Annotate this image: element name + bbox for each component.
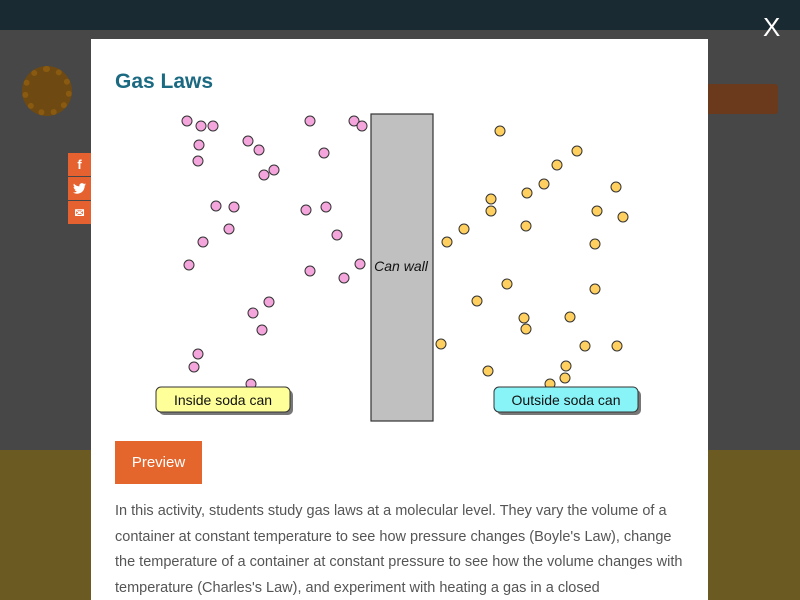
inside-particle — [198, 237, 208, 247]
outside-particle — [502, 279, 512, 289]
outside-particle — [521, 221, 531, 231]
modal-title: Gas Laws — [115, 70, 213, 94]
inside-particle — [259, 170, 269, 180]
inside-particle — [305, 266, 315, 276]
outside-particle — [592, 206, 602, 216]
inside-particle — [248, 308, 258, 318]
inside-particle — [257, 325, 267, 335]
outside-particle — [472, 296, 482, 306]
outside-particle — [459, 224, 469, 234]
inside-particle — [269, 165, 279, 175]
can-wall-label: Can wall — [374, 258, 429, 274]
outside-particle — [572, 146, 582, 156]
background-topbar — [0, 0, 800, 30]
inside-particle — [355, 259, 365, 269]
outside-particle — [560, 373, 570, 383]
outside-label: Outside soda can — [512, 392, 621, 408]
inside-particle — [301, 205, 311, 215]
background-button — [706, 84, 778, 114]
outside-particle — [611, 182, 621, 192]
inside-particle — [211, 201, 221, 211]
inside-particle — [189, 362, 199, 372]
background-logo — [22, 66, 72, 116]
inside-particle — [184, 260, 194, 270]
inside-particle — [264, 297, 274, 307]
outside-particles — [436, 126, 628, 389]
outside-particle — [486, 206, 496, 216]
activity-modal: Gas Laws Can wall — [91, 39, 708, 600]
close-modal-button[interactable]: X — [763, 12, 780, 42]
outside-particle — [552, 160, 562, 170]
inside-particle — [254, 145, 264, 155]
outside-particle — [561, 361, 571, 371]
inside-particle — [208, 121, 218, 131]
inside-particle — [196, 121, 206, 131]
preview-button[interactable]: Preview — [115, 441, 202, 484]
inside-particle — [319, 148, 329, 158]
email-icon: ✉ — [74, 206, 84, 220]
inside-area — [151, 113, 371, 423]
inside-particle — [357, 121, 367, 131]
facebook-icon: f — [77, 157, 81, 172]
inside-particle — [332, 230, 342, 240]
activity-description: In this activity, students study gas law… — [115, 499, 685, 600]
outside-particle — [580, 341, 590, 351]
twitter-share-button[interactable] — [68, 177, 91, 200]
inside-label: Inside soda can — [174, 392, 272, 408]
outside-particle — [522, 188, 532, 198]
outside-particle — [565, 312, 575, 322]
inside-particle — [194, 140, 204, 150]
outside-particle — [483, 366, 493, 376]
outside-particle — [436, 339, 446, 349]
inside-particle — [182, 116, 192, 126]
outside-particle — [618, 212, 628, 222]
outside-label-box: Outside soda can — [494, 387, 641, 415]
inside-particle — [243, 136, 253, 146]
gas-laws-simulation[interactable]: Can wall — [151, 113, 646, 423]
outside-particle — [442, 237, 452, 247]
inside-particle — [229, 202, 239, 212]
inside-particle — [224, 224, 234, 234]
inside-particle — [339, 273, 349, 283]
outside-particle — [521, 324, 531, 334]
outside-particle — [486, 194, 496, 204]
inside-label-box: Inside soda can — [156, 387, 293, 415]
email-share-button[interactable]: ✉ — [68, 201, 91, 224]
twitter-icon — [73, 183, 86, 194]
outside-particle — [590, 284, 600, 294]
facebook-share-button[interactable]: f — [68, 153, 91, 176]
outside-particle — [590, 239, 600, 249]
inside-particle — [321, 202, 331, 212]
outside-particle — [539, 179, 549, 189]
inside-particle — [193, 349, 203, 359]
inside-particle — [305, 116, 315, 126]
outside-particle — [612, 341, 622, 351]
inside-particle — [193, 156, 203, 166]
outside-particle — [519, 313, 529, 323]
outside-particle — [495, 126, 505, 136]
